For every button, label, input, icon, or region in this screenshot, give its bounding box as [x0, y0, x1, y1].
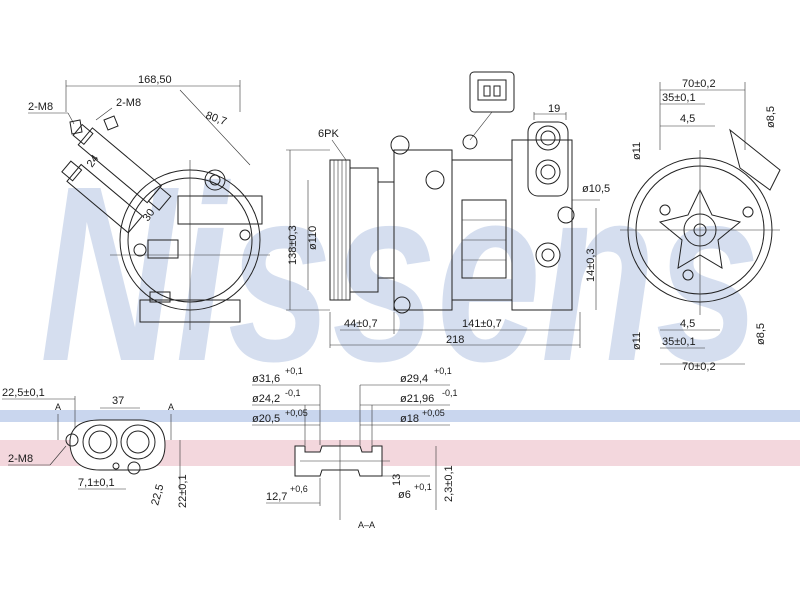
sec-d1: ø31,6	[252, 373, 280, 385]
sec-d6-tol: +0,05	[422, 408, 445, 418]
flange-view: 22,5±0,1 37 A A 2-M8 7,1±0,1 22,5 22±0,1	[2, 387, 189, 508]
flange-dist-dim: 22,5	[149, 483, 166, 507]
body-length-dim: 141±0,7	[462, 318, 502, 330]
small-dim-b: 30	[141, 207, 158, 224]
sec-depth-tol: +0,6	[290, 484, 308, 494]
bottom-small-dim: 4,5	[680, 318, 695, 330]
top-hole-dim: ø8,5	[765, 106, 777, 128]
bottom-width-dim: 70±0,2	[682, 361, 716, 373]
bottom-mid-dim: 35±0,1	[662, 336, 696, 348]
flange-small-dim: 7,1±0,1	[78, 477, 115, 489]
section-view: ø31,6 +0,1 ø24,2 -0,1 ø20,5 +0,05 ø29,4 …	[252, 366, 458, 530]
side-view: 168,50 2-M8 2-M8 80,7 24	[28, 74, 270, 330]
sec-d2-tol: -0,1	[285, 388, 301, 398]
pulley-label: 6PK	[318, 128, 339, 140]
flange-spacing-dim: 37	[112, 395, 124, 407]
flange-height-dim: 22±0,1	[177, 474, 189, 508]
height-dim: 138±0,3	[287, 225, 299, 265]
sec-d6: ø18	[400, 413, 419, 425]
pulley-offset-dim: 44±0,7	[344, 318, 378, 330]
top-mid-dim: 35±0,1	[662, 92, 696, 104]
sec-d5-tol: -0,1	[442, 388, 458, 398]
hole-dia-dim: ø10,5	[582, 183, 610, 195]
sec-d4-tol: +0,1	[434, 366, 452, 376]
section-marker-left: A	[55, 402, 61, 412]
bolt-left-label: 2-M8	[28, 101, 53, 113]
sec-d4: ø29,4	[400, 373, 428, 385]
bottom-left-hole-dim: ø11	[631, 332, 643, 350]
angle-dim: 80,7	[204, 110, 228, 129]
watermark: Nissens	[40, 134, 760, 413]
overall-length-dim: 218	[446, 334, 464, 346]
sec-d3: ø20,5	[252, 413, 280, 425]
height-right-dim: 14±0,3	[585, 248, 597, 282]
top-width-dim: 70±0,2	[682, 78, 716, 90]
section-marker-right: A	[168, 402, 174, 412]
sec-d2: ø24,2	[252, 393, 280, 405]
top-small-dim: 4,5	[680, 113, 695, 125]
bottom-hole-dim: ø8,5	[755, 323, 767, 345]
section-caption: A–A	[358, 520, 375, 530]
pulley-dia-dim: ø110	[307, 226, 319, 250]
sec-depth: 12,7	[266, 491, 287, 503]
sec-d7-tol: +0,1	[414, 482, 432, 492]
sec-d1-tol: +0,1	[285, 366, 303, 376]
flange-bolt-label: 2-M8	[8, 453, 33, 465]
port-width-dim: 19	[548, 103, 560, 115]
overall-width-dim: 168,50	[138, 74, 172, 86]
bolt-right-label: 2-M8	[116, 97, 141, 109]
sec-d7: ø6	[398, 489, 411, 501]
sec-d3-tol: +0,05	[285, 408, 308, 418]
flange-offset-dim: 22,5±0,1	[2, 387, 45, 399]
small-dim-a: 24	[85, 153, 102, 170]
top-left-hole-dim: ø11	[631, 142, 643, 160]
front-view: 6PK 19 ø10,5	[286, 71, 610, 348]
end-view: 70±0,2 35±0,1 4,5 ø8,5 ø11 4,5 35±0,1 70…	[620, 78, 781, 373]
blue-band	[0, 410, 800, 422]
sec-h2: 2,3±0,1	[443, 465, 455, 502]
sec-h1: 13	[391, 474, 403, 486]
sec-d5: ø21,96	[400, 393, 434, 405]
